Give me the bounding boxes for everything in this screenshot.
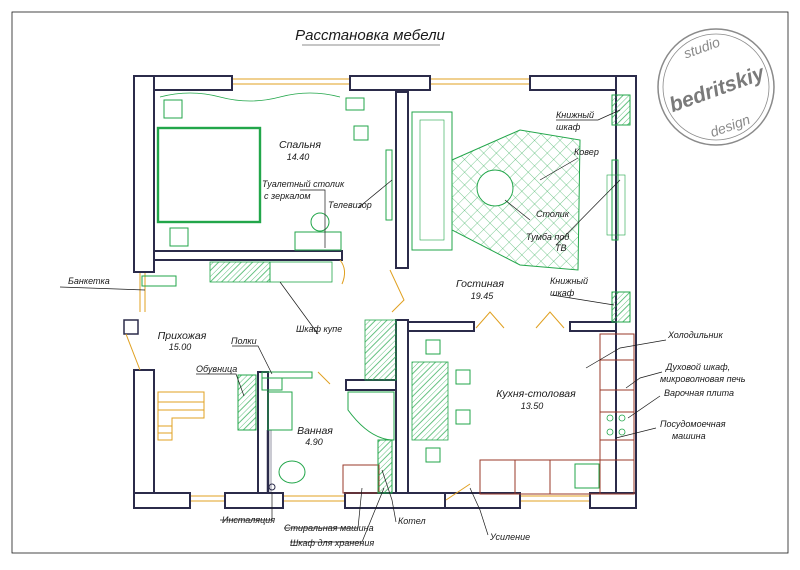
label-tv-stand-2: ТВ bbox=[555, 243, 567, 253]
label-bench: Банкетка bbox=[68, 276, 110, 286]
carpet bbox=[451, 129, 581, 271]
hall-furniture bbox=[141, 275, 313, 431]
storage-cabinet bbox=[377, 439, 393, 494]
room-bedroom-area: 14.40 bbox=[287, 152, 310, 162]
room-bedroom-name: Спальня bbox=[279, 139, 321, 151]
label-carpet: Ковер bbox=[574, 147, 599, 157]
doors bbox=[125, 259, 565, 501]
sink bbox=[267, 391, 293, 431]
label-wardrobe: Шкаф купе bbox=[296, 324, 342, 334]
logo-bottom-text: design bbox=[708, 111, 752, 140]
washer bbox=[342, 464, 380, 494]
room-bath-name: Ванная bbox=[297, 425, 333, 437]
dining-table bbox=[411, 361, 449, 441]
label-bookshelf-top-1: Книжный bbox=[556, 110, 594, 120]
bed bbox=[156, 126, 262, 224]
vanity-stool bbox=[310, 212, 330, 232]
label-oven-2: микроволновая печь bbox=[660, 374, 746, 384]
label-vanity-2: с зеркалом bbox=[264, 191, 311, 201]
label-washer: Стиральная машина bbox=[284, 523, 374, 533]
leader-lines bbox=[59, 109, 667, 543]
label-installation: Инсталяция bbox=[222, 515, 275, 525]
nightstand-bottom bbox=[169, 227, 189, 247]
logo-top-text: studio bbox=[681, 34, 722, 62]
room-living-name: Гостиная bbox=[456, 278, 504, 290]
label-boiler: Котел bbox=[398, 516, 426, 526]
logo-main-text: bedritskiy bbox=[666, 61, 768, 117]
studio-logo: studio bedritskiy design bbox=[657, 28, 775, 146]
room-kitchen-name: Кухня-столовая bbox=[496, 388, 576, 400]
room-living-area: 19.45 bbox=[471, 291, 495, 301]
bathroom-furniture bbox=[261, 377, 395, 494]
room-kitchen-area: 13.50 bbox=[521, 401, 544, 411]
stool bbox=[353, 125, 369, 141]
kitchen-counter bbox=[479, 459, 635, 495]
label-bookshelf-top-2: шкаф bbox=[556, 122, 581, 132]
stairs bbox=[157, 391, 205, 441]
nightstand-top bbox=[163, 99, 183, 119]
walls bbox=[133, 75, 637, 509]
shower bbox=[347, 391, 395, 441]
bench-small bbox=[141, 275, 177, 287]
bookshelf-top bbox=[611, 94, 631, 126]
label-dishwasher-2: машина bbox=[672, 431, 706, 441]
label-bookshelf-bottom-1: Книжный bbox=[550, 276, 588, 286]
shelves bbox=[261, 371, 313, 379]
label-shelves: Полки bbox=[231, 336, 257, 346]
bench bbox=[209, 261, 271, 283]
label-fridge: Холодильник bbox=[667, 330, 723, 340]
label-reinforcement: Усиление bbox=[489, 532, 530, 542]
coffee-table bbox=[476, 169, 514, 207]
label-vanity-1: Туалетный столик bbox=[262, 179, 345, 189]
bookshelf-bottom bbox=[611, 291, 631, 323]
label-table: Столик bbox=[536, 209, 570, 219]
label-hob: Варочная плита bbox=[664, 388, 734, 398]
label-shoe-rack: Обувница bbox=[196, 364, 237, 374]
windows bbox=[139, 78, 590, 502]
room-bath-area: 4.90 bbox=[305, 437, 323, 447]
page-title: Расстановка мебели bbox=[295, 27, 445, 44]
tv bbox=[385, 149, 393, 221]
wardrobe bbox=[364, 319, 397, 381]
bedroom-furniture bbox=[156, 92, 369, 251]
kitchen-furniture bbox=[411, 333, 635, 495]
sheet-frame bbox=[11, 11, 789, 554]
vanity-table bbox=[294, 231, 342, 251]
label-bookshelf-bottom-2: шкаф bbox=[550, 288, 575, 298]
label-tv-stand-1: Тумба под bbox=[526, 232, 569, 242]
tv-stand bbox=[611, 159, 619, 241]
label-dishwasher-1: Посудомоечная bbox=[660, 419, 726, 429]
toilet bbox=[278, 460, 306, 484]
living-furniture bbox=[385, 94, 631, 323]
sofa bbox=[411, 111, 453, 251]
label-tv: Телевизор bbox=[328, 200, 372, 210]
shoe-rack bbox=[237, 374, 257, 431]
label-oven-1: Духовой шкаф, bbox=[665, 362, 730, 372]
label-storage: Шкаф для хранения bbox=[290, 538, 374, 548]
room-hall-area: 15.00 bbox=[169, 342, 192, 352]
desk-chair bbox=[345, 97, 365, 111]
room-hall-name: Прихожая bbox=[158, 330, 207, 342]
